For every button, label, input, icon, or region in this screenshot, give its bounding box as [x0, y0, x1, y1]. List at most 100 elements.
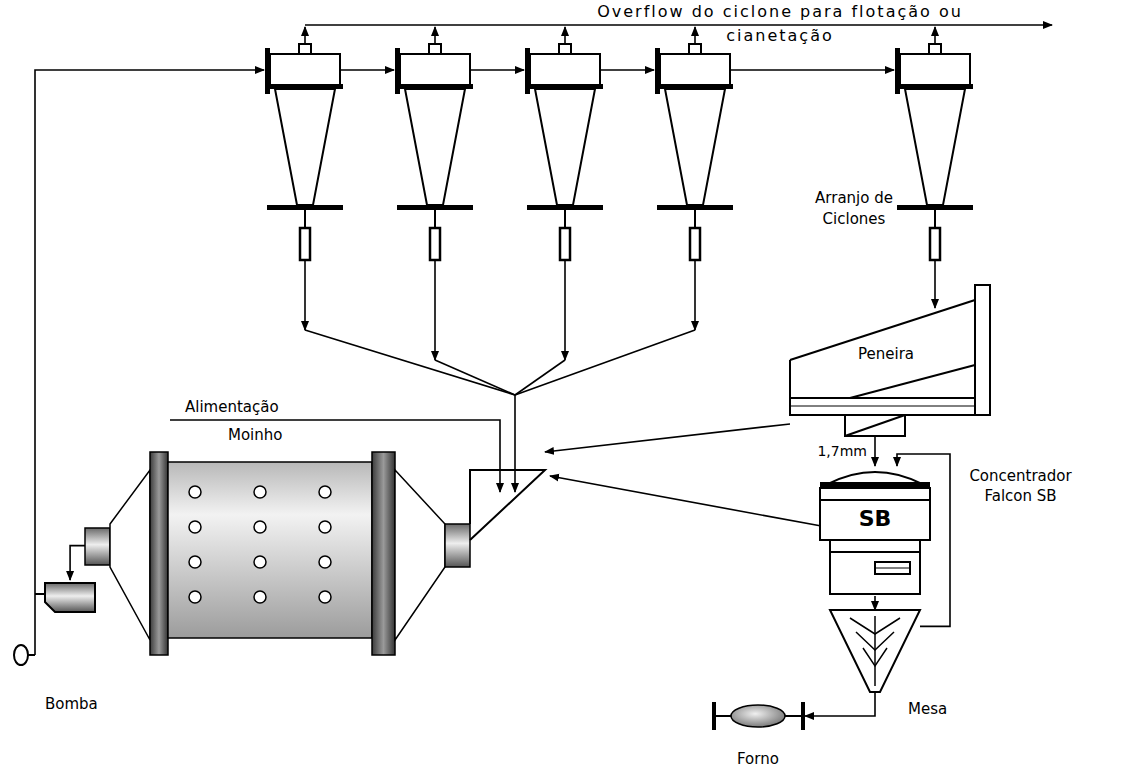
ball-mill: Moinho [85, 452, 550, 660]
flow-line [340, 69, 394, 71]
equipment-label: Concentrador Falcon SB [958, 466, 1083, 506]
ball-mill-shape [254, 591, 266, 603]
slurry-pump-shape [12, 580, 100, 668]
hydrocyclone [655, 44, 733, 260]
ball-mill-shape [395, 470, 445, 640]
equipment-label: Peneira [858, 345, 914, 363]
ball-mill-shape [189, 486, 201, 498]
ball-mill-shape [168, 462, 372, 638]
flow-line [304, 260, 306, 330]
flow-line [305, 330, 515, 395]
shaking-table-shape [850, 618, 900, 634]
falcon-concentrator-shape [830, 551, 920, 553]
ball-mill-shape [319, 591, 331, 603]
flow-connector [70, 546, 85, 580]
ball-mill-shape [254, 556, 266, 568]
ball-mill-shape [319, 556, 331, 568]
smelting-furnace: Forno [712, 702, 805, 730]
flow-line [435, 360, 515, 395]
smelting-furnace-shape [712, 702, 805, 730]
smelting-furnace-shape [731, 705, 785, 727]
flow-line [934, 27, 936, 44]
stream-size-label: 1,7mm [815, 443, 869, 460]
equipment-label: Mesa [908, 700, 947, 718]
ball-mill-shape [372, 452, 395, 655]
shaking-table-shape [830, 610, 920, 692]
ball-mill-shape [85, 452, 550, 660]
flow-line [515, 330, 695, 395]
stream-label: Alimentação [185, 398, 279, 416]
ball-mill-shape [189, 521, 201, 533]
ball-mill-shape [189, 591, 201, 603]
flow-line [934, 260, 936, 308]
ball-mill-shape [319, 521, 331, 533]
flow-connector [545, 424, 790, 452]
ball-mill-shape [110, 470, 150, 640]
hydrocyclone [265, 44, 973, 260]
ball-mill-shape [319, 486, 331, 498]
ball-mill-shape [85, 452, 545, 655]
stream-label: Overflow do ciclone para flotação ou cia… [545, 0, 1015, 48]
hydrocyclone [395, 44, 473, 260]
flow-line [730, 69, 894, 71]
flow-connector [805, 692, 875, 716]
falcon-concentrator-shape [820, 488, 930, 540]
flow-line [305, 24, 1052, 26]
hydrocyclone [895, 44, 973, 260]
ball-mill-shape [85, 528, 110, 565]
ball-mill-shape [189, 486, 331, 603]
shaking-table-shape [830, 610, 920, 692]
vibrating-screen-shape [790, 406, 975, 407]
ball-mill-shape [189, 556, 201, 568]
equipment-label: Bomba [45, 695, 98, 713]
flow-line [470, 69, 524, 71]
flow-connector [874, 436, 876, 466]
flow-line [304, 27, 306, 44]
vibrating-screen-shape [845, 415, 905, 436]
vibrating-screen-shape [975, 285, 990, 415]
vibrating-screen: Peneira [790, 285, 990, 436]
shaking-table-shape [856, 632, 894, 650]
slurry-pump-shape [14, 583, 95, 665]
flow-line [694, 260, 696, 330]
flow-line [514, 395, 516, 492]
slurry-pump-shape [45, 583, 95, 612]
ball-mill-shape [445, 524, 470, 567]
flow-line [515, 360, 565, 395]
hydrocyclone [265, 44, 343, 260]
equipment-label: Moinho [228, 426, 282, 444]
ball-mill-shape [254, 486, 266, 498]
falcon-concentrator-shape [820, 472, 930, 594]
vibrating-screen-shape [789, 360, 791, 398]
vibrating-screen-shape [850, 365, 975, 398]
falcon-concentrator-shape [875, 562, 910, 574]
falcon-concentrator-shape [820, 499, 930, 501]
flow-connector [550, 476, 820, 526]
flow-line [35, 25, 1052, 655]
equipment-label: Forno [737, 750, 779, 768]
flow-line [434, 260, 436, 360]
vibrating-screen-shape [790, 285, 990, 436]
group-label: Arranjo de Ciclones [815, 188, 893, 230]
smelting-furnace-shape [712, 702, 716, 730]
slurry-pump: Bomba [12, 580, 100, 668]
slurry-pump-shape [35, 593, 45, 595]
vibrating-screen-shape [790, 398, 975, 415]
flow-line [564, 27, 566, 44]
flow-line [434, 27, 436, 44]
falcon-concentrator: SBConcentrador Falcon SB [820, 466, 930, 596]
shaking-table: Mesa [830, 610, 920, 692]
falcon-concentrator-shape [875, 568, 910, 569]
equipment-tag: SB [820, 504, 930, 534]
shaking-table-shape [863, 648, 887, 666]
slurry-pump-shape [14, 645, 28, 665]
slurry-pump-shape [28, 654, 35, 656]
falcon-concentrator-shape [830, 540, 920, 594]
flow-line [694, 27, 696, 44]
smelting-furnace-shape [801, 702, 805, 730]
ball-mill-shape [254, 521, 266, 533]
flow-line [564, 260, 566, 360]
